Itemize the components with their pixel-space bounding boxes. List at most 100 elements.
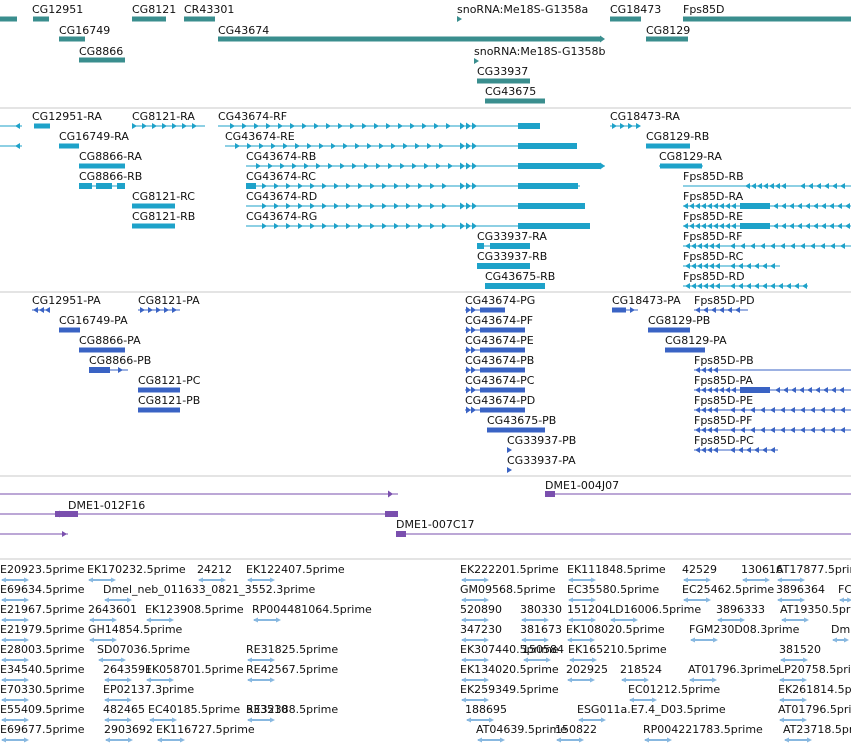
strand-arrow: [394, 203, 399, 209]
strand-arrow: [461, 577, 466, 583]
transcript-label: CG18473-RA: [610, 110, 680, 123]
exon-block: [79, 347, 125, 353]
exon-block: [480, 307, 505, 313]
strand-arrow: [379, 143, 384, 149]
gene-label: CG8129: [646, 24, 690, 37]
strand-arrow: [471, 326, 476, 334]
exon-block: [480, 407, 525, 413]
exon-block: [218, 36, 600, 42]
strand-arrow: [484, 697, 489, 703]
gene-label: CG33937: [477, 65, 528, 78]
strand-arrow: [152, 123, 157, 129]
strand-arrow: [840, 243, 845, 249]
strand-arrow: [770, 407, 775, 413]
strand-arrow: [1, 617, 6, 623]
strand-arrow: [707, 447, 712, 453]
gene-label: CG43674: [218, 24, 269, 37]
strand-arrow: [111, 577, 116, 583]
strand-arrow: [322, 223, 327, 229]
strand-arrow: [406, 183, 411, 189]
strand-arrow: [745, 183, 750, 189]
strand-arrow: [391, 143, 396, 149]
strand-arrow: [472, 122, 477, 130]
strand-arrow: [24, 657, 29, 663]
strand-arrow: [358, 183, 363, 189]
strand-arrow: [471, 346, 476, 354]
strand-arrow: [370, 203, 375, 209]
transcript-label: CG33937-RA: [477, 230, 547, 243]
strand-arrow: [804, 617, 809, 623]
est-label: 202925: [566, 663, 608, 676]
strand-arrow: [703, 263, 708, 269]
exon-block: [740, 387, 770, 393]
strand-arrow: [697, 263, 702, 269]
strand-arrow: [781, 223, 786, 229]
strand-arrow: [334, 183, 339, 189]
strand-arrow: [394, 223, 399, 229]
est-label: E70330.5prime: [0, 683, 85, 696]
transcript-label: CG16749-RA: [59, 130, 129, 143]
est-label: FC: [838, 583, 851, 596]
strand-arrow: [466, 717, 471, 723]
strand-arrow: [689, 203, 694, 209]
strand-arrow: [830, 427, 835, 433]
est-label: 347230: [460, 623, 502, 636]
strand-arrow: [127, 677, 132, 683]
strand-arrow: [221, 577, 226, 583]
strand-arrow: [164, 307, 169, 313]
strand-arrow: [644, 677, 649, 683]
strand-arrow: [98, 657, 103, 663]
strand-arrow: [831, 387, 836, 393]
est-label: EC25462.5prime: [682, 583, 774, 596]
strand-arrow: [808, 183, 813, 189]
exon-block: [740, 223, 770, 229]
exon-block: [665, 347, 705, 353]
strand-arrow: [266, 123, 271, 129]
strand-arrow: [839, 597, 844, 603]
strand-arrow: [839, 387, 844, 393]
protein-label: CG43675-PB: [487, 414, 556, 427]
transcript-label: CG8121-RB: [132, 210, 195, 223]
protein-label: CG43674-PG: [465, 294, 535, 307]
strand-arrow: [695, 387, 700, 393]
transcript-label: CG8129-RB: [646, 130, 709, 143]
est-label: EK165210.5prime: [568, 643, 667, 656]
transcript-label: CG43674-RG: [246, 210, 317, 223]
strand-arrow: [382, 183, 387, 189]
strand-arrow: [262, 223, 267, 229]
strand-arrow: [466, 346, 471, 354]
strand-arrow: [695, 307, 700, 313]
strand-arrow: [750, 427, 755, 433]
strand-arrow: [773, 223, 778, 229]
strand-arrow: [829, 203, 834, 209]
protein-label: CG43674-PD: [465, 394, 535, 407]
protein-label: CG43674-PE: [465, 334, 534, 347]
strand-arrow: [302, 123, 307, 129]
strand-arrow: [713, 407, 718, 413]
strand-arrow: [290, 123, 295, 129]
strand-arrow: [731, 223, 736, 229]
strand-arrow: [24, 677, 29, 683]
strand-arrow: [789, 223, 794, 229]
strand-arrow: [620, 123, 625, 129]
strand-arrow: [346, 203, 351, 209]
est-label: 150822: [555, 723, 597, 736]
strand-arrow: [775, 387, 780, 393]
est-label: AT19350.5prime: [780, 603, 851, 616]
strand-arrow: [800, 577, 805, 583]
strand-arrow: [521, 637, 526, 643]
est-label: 42529: [682, 563, 717, 576]
exon-block: [132, 223, 175, 229]
strand-arrow: [132, 123, 137, 129]
strand-arrow: [104, 697, 109, 703]
strand-arrow: [418, 223, 423, 229]
strand-arrow: [790, 427, 795, 433]
gene-label: CG16749: [59, 24, 110, 37]
strand-arrow: [169, 677, 174, 683]
strand-arrow: [270, 577, 275, 583]
est-label: AT01796.3prime: [688, 663, 779, 676]
strand-arrow: [707, 367, 712, 373]
strand-arrow: [746, 447, 751, 453]
strand-arrow: [779, 677, 784, 683]
exon-block: [648, 327, 690, 333]
